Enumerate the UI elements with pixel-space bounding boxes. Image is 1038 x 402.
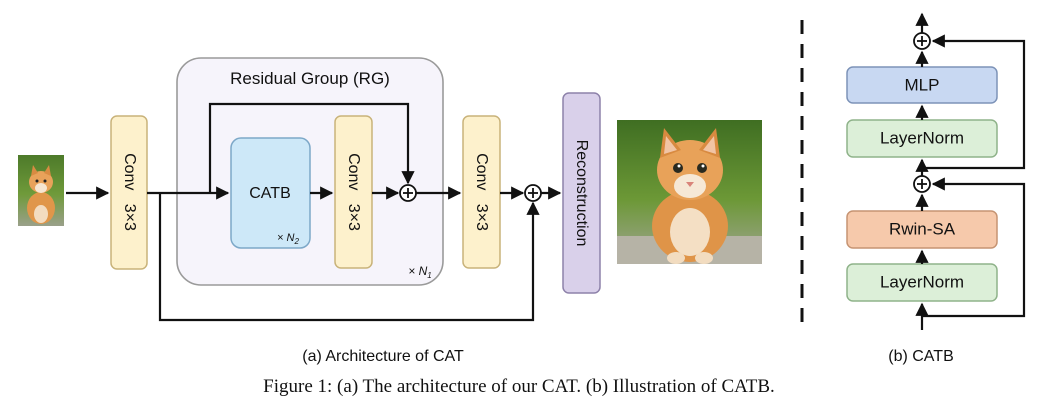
conv-block-inner-label: Conv 3×3: [345, 153, 362, 231]
catb-repeat-label: × N2: [277, 232, 299, 246]
sum-node-catb-top: [913, 32, 931, 50]
figure-caption: Figure 1: (a) The architecture of our CA…: [263, 376, 775, 397]
catb-block-label: CATB: [249, 185, 290, 202]
residual-group-repeat-label: × N1: [408, 264, 431, 280]
layernorm-block-bottom-label: LayerNorm: [880, 272, 964, 291]
catb-connections: [915, 12, 1026, 330]
architecture-connections: [66, 102, 562, 322]
reconstruction-block: [562, 92, 601, 294]
sum-node-global: [524, 184, 542, 202]
kitten-output-image: [617, 120, 762, 264]
conv-block-last-label: Conv 3×3: [473, 153, 490, 231]
residual-group-title: Residual Group (RG): [230, 69, 390, 88]
layernorm-block-top-label: LayerNorm: [880, 128, 964, 147]
subcaption-a: (a) Architecture of CAT: [302, 348, 464, 365]
sum-node-group: [399, 184, 417, 202]
mlp-block-label: MLP: [905, 75, 940, 94]
sum-node-catb-middle: [913, 175, 931, 193]
reconstruction-block-label: Reconstruction: [573, 140, 590, 247]
rwin-sa-block-label: Rwin-SA: [889, 219, 956, 238]
subcaption-b: (b) CATB: [888, 348, 953, 365]
conv-block-first-label: Conv 3×3: [121, 153, 138, 231]
kitten-input-image: [18, 155, 64, 226]
